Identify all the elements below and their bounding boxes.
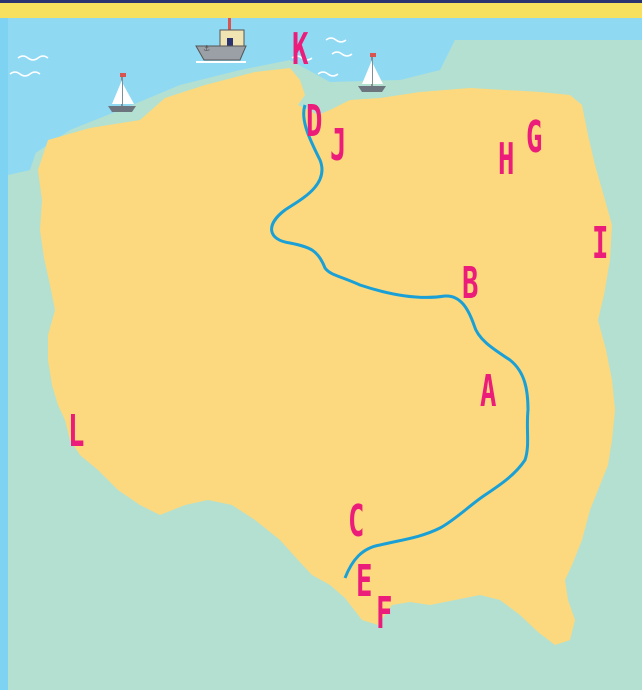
river: [270, 104, 530, 579]
map-label-g: G: [526, 112, 543, 163]
map-label-l: L: [68, 406, 85, 457]
map-label-f: F: [376, 588, 393, 639]
map-label-d: D: [306, 96, 323, 147]
svg-text:⚓: ⚓: [203, 44, 210, 53]
map-label-i: I: [592, 218, 609, 269]
map-label-e: E: [356, 556, 373, 607]
baltic-sea: [8, 18, 642, 170]
map-label-h: H: [498, 134, 515, 185]
map-label-c: C: [348, 496, 365, 547]
sailboat-icon: [108, 73, 136, 112]
map-label-b: B: [462, 258, 479, 309]
map-label-k: K: [292, 24, 309, 75]
country-shape: [38, 68, 615, 645]
left-edge-strip: [0, 18, 8, 690]
wave-icon: [9, 37, 353, 77]
sea-left-edge: [8, 100, 40, 175]
sailboat-icon: [358, 53, 386, 92]
map-label-j: J: [330, 120, 347, 171]
map-label-a: A: [480, 366, 497, 417]
top-bar: [0, 0, 642, 18]
lagoon: [420, 18, 450, 60]
ship-icon: ⚓: [195, 18, 247, 63]
